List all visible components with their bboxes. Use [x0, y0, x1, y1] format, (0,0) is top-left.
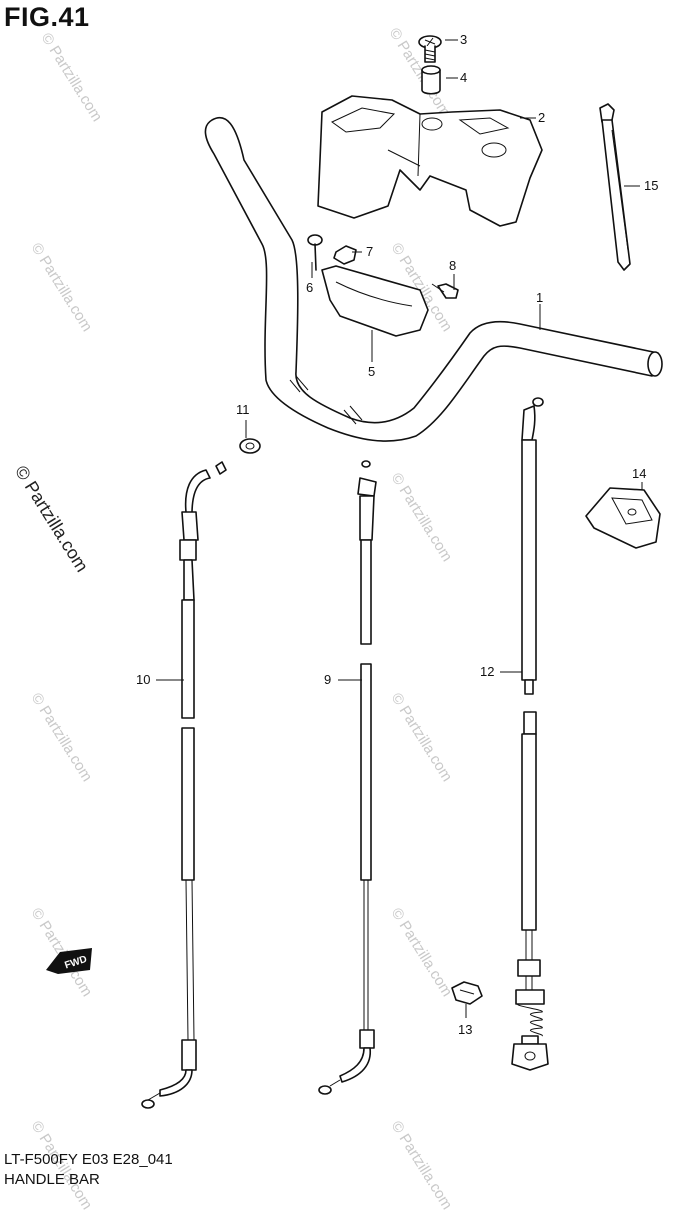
cable-clip [451, 981, 483, 1005]
forward-direction-badge: FWD [46, 948, 92, 974]
model-code: LT-F500FY E03 E28_041 [4, 1151, 173, 1168]
screw [418, 35, 442, 63]
brake-cable [511, 397, 549, 1071]
callout-13: 13 [458, 1022, 472, 1037]
callout-2: 2 [538, 110, 545, 125]
callout-12: 12 [480, 664, 494, 679]
washer [239, 438, 261, 454]
cable-bracket [585, 487, 661, 549]
callout-10: 10 [136, 672, 150, 687]
callout-3: 3 [460, 32, 467, 47]
clutch-cable [318, 460, 377, 1095]
callout-11: 11 [236, 402, 250, 417]
callout-7: 7 [366, 244, 373, 259]
spacer [421, 65, 441, 95]
throttle-cable [141, 461, 227, 1109]
nut [333, 245, 357, 265]
assembly-name: HANDLE BAR [4, 1171, 100, 1188]
callout-6: 6 [306, 280, 313, 295]
callout-8: 8 [449, 258, 456, 273]
callout-4: 4 [460, 70, 467, 85]
leader-lines [156, 39, 643, 1018]
callout-1: 1 [536, 290, 543, 305]
handlebar-cover [317, 95, 543, 227]
callout-5: 5 [368, 364, 375, 379]
cable-tie [599, 103, 631, 271]
callout-14: 14 [632, 466, 646, 481]
handlebar-holder [321, 265, 429, 337]
bolt [431, 283, 459, 299]
handlebar [204, 116, 663, 442]
callout-15: 15 [644, 178, 658, 193]
bolt [307, 234, 323, 271]
callout-9: 9 [324, 672, 331, 687]
figure-title: FIG.41 [4, 2, 90, 32]
callout-labels: 1 2 3 4 5 6 7 8 9 10 11 12 13 14 15 [136, 32, 658, 1037]
